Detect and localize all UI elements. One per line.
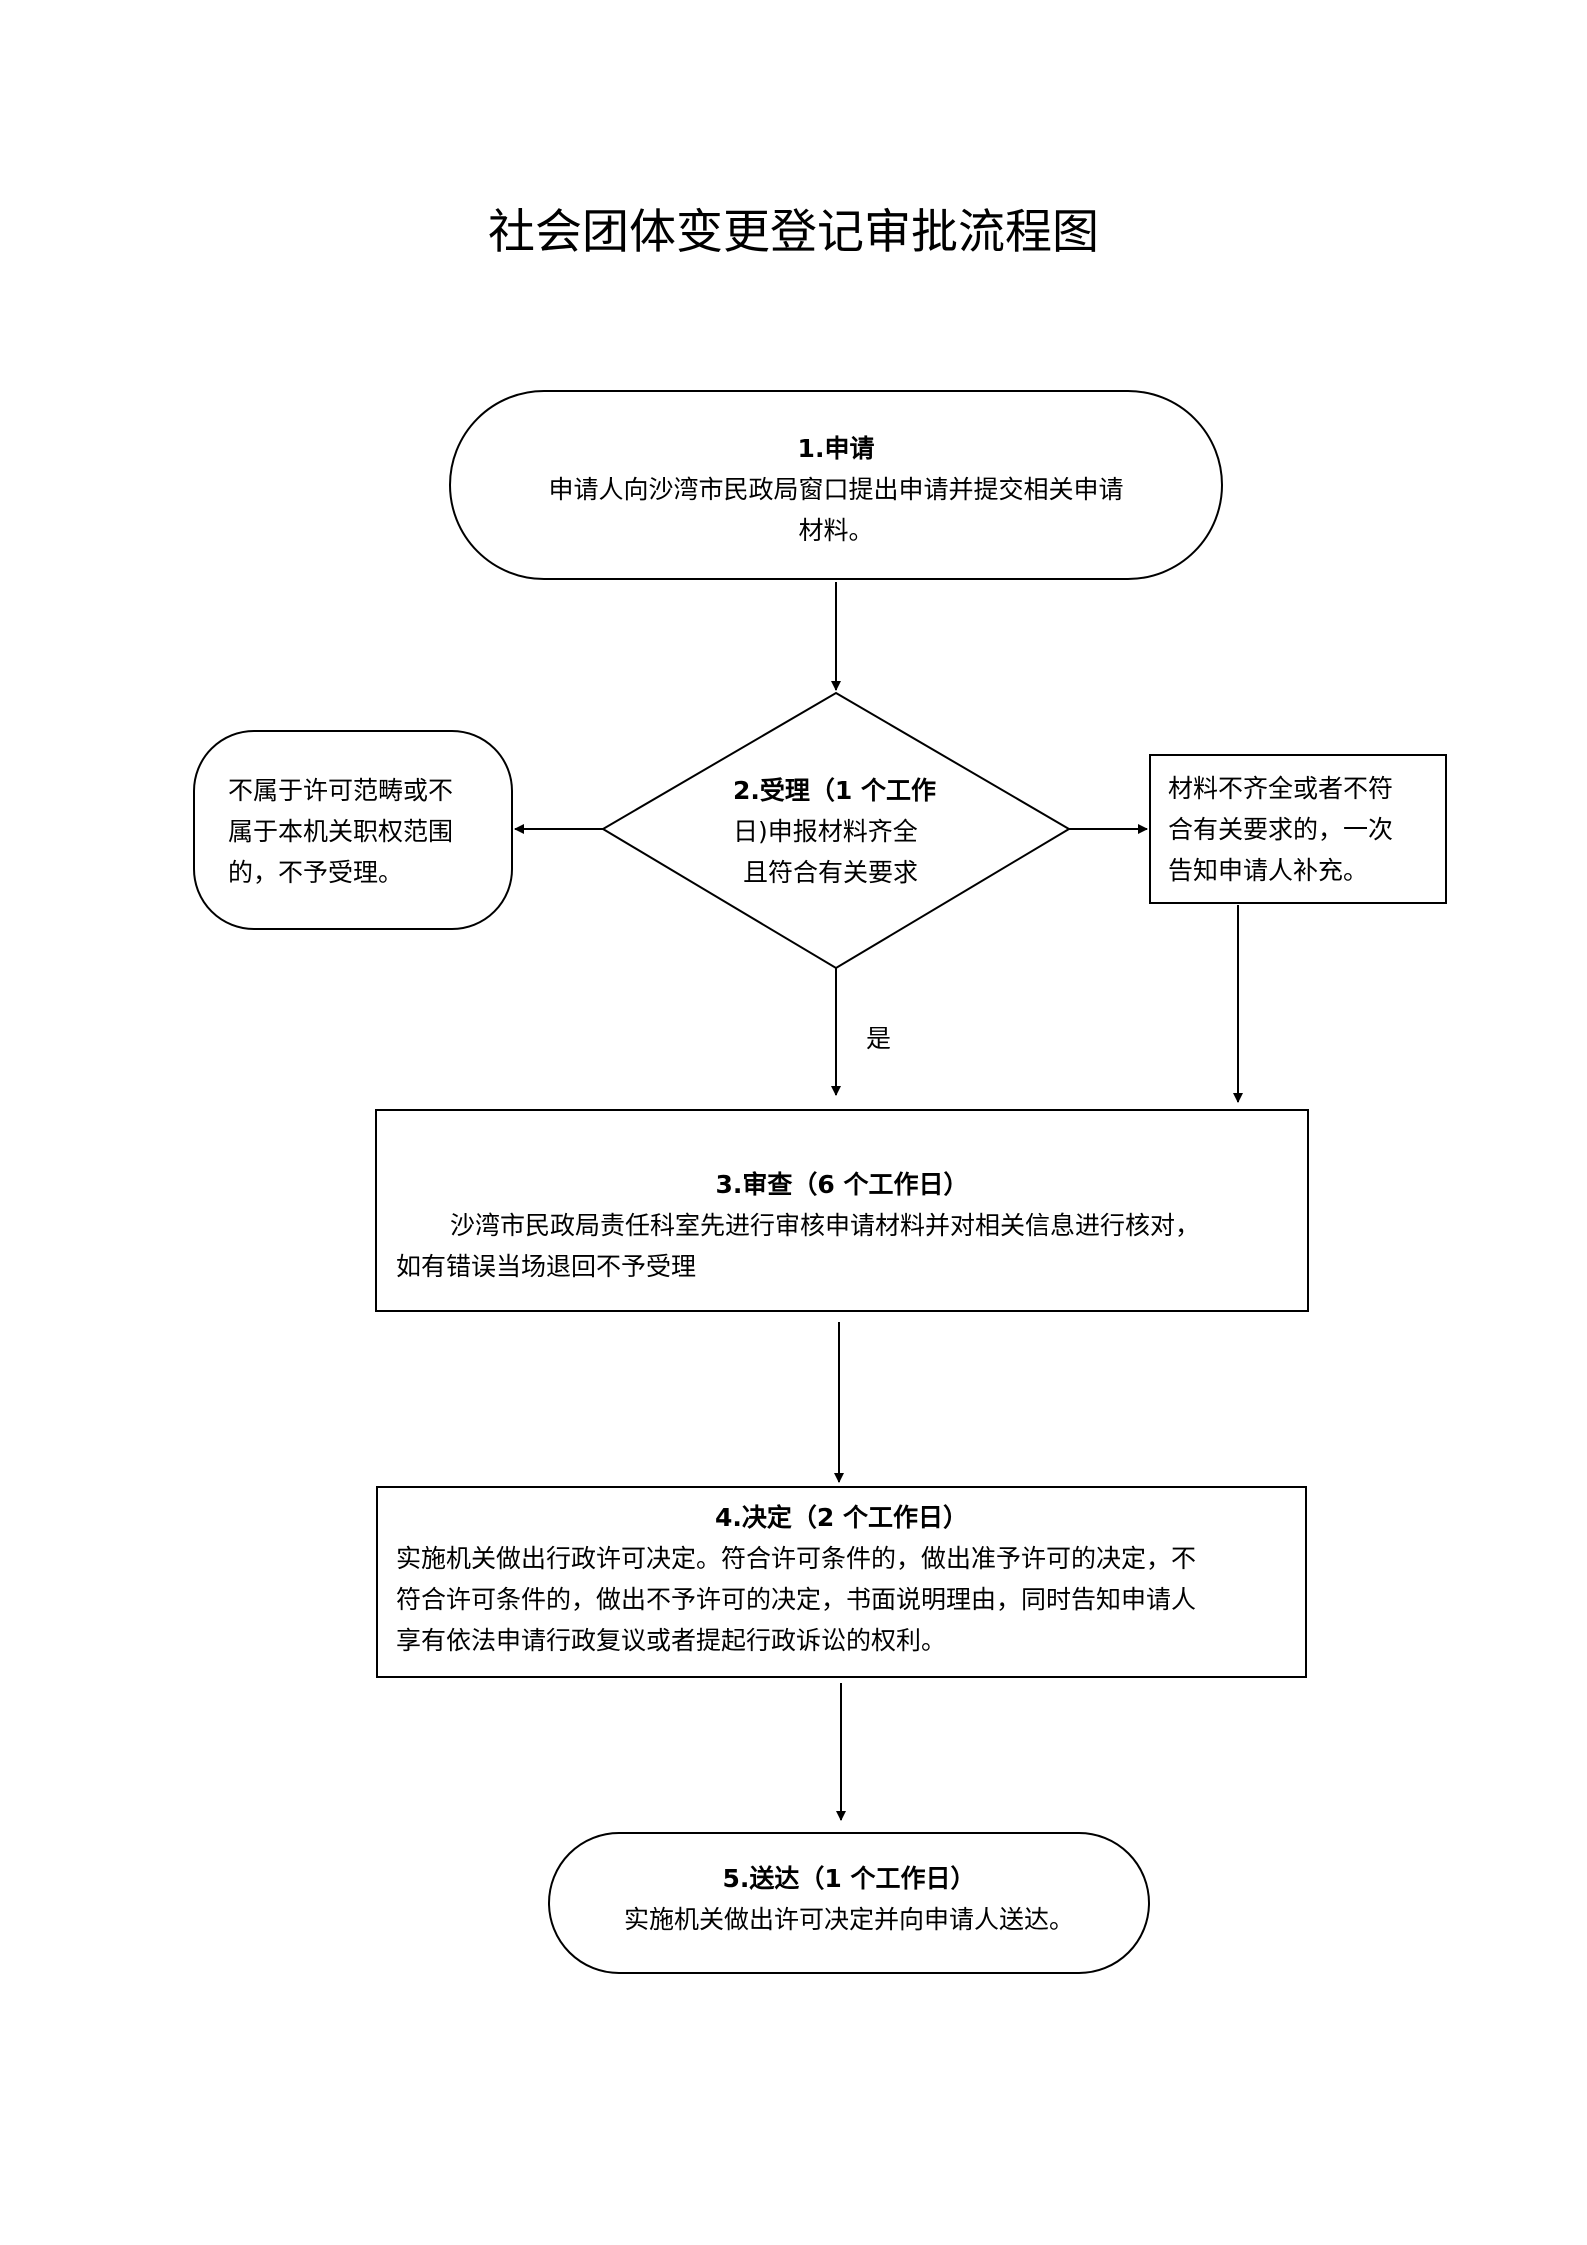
step3-heading: 3.审查（6 个工作日） [715, 1170, 969, 1199]
step1-heading: 1.申请 [797, 434, 875, 463]
reject-terminal [193, 730, 513, 930]
step3-review-box [375, 1109, 1309, 1312]
supplement-text-line1: 材料不齐全或者不符 [1168, 774, 1394, 803]
step4-heading: 4.决定（2 个工作日） [715, 1503, 968, 1532]
step5-text-line1: 实施机关做出许可决定并向申请人送达。 [623, 1905, 1074, 1934]
step1-apply-terminal [449, 390, 1223, 580]
step2-text-line1: 2.受理（1 个工作 [733, 776, 936, 805]
step2-text-line3: 且符合有关要求 [743, 858, 919, 887]
supplement-text-line2: 合有关要求的，一次 [1168, 815, 1394, 844]
reject-text-line2: 属于本机关职权范围 [228, 817, 454, 846]
reject-text-line3: 的，不予受理。 [228, 858, 404, 887]
step4-text-line2: 符合许可条件的，做出不予许可的决定，书面说明理由，同时告知申请人 [396, 1585, 1197, 1614]
step3-text-line1: 沙湾市民政局责任科室先进行审核申请材料并对相关信息进行核对， [450, 1211, 1201, 1240]
step2-text-line2: 日)申报材料齐全 [733, 817, 918, 846]
step1-text-line1: 申请人向沙湾市民政局窗口提出申请并提交相关申请 [548, 475, 1124, 504]
step4-text-line3: 享有依法申请行政复议或者提起行政诉讼的权利。 [396, 1626, 947, 1655]
step5-delivery-terminal [548, 1832, 1150, 1974]
step4-decision-box [376, 1486, 1307, 1678]
reject-text-line1: 不属于许可范畴或不 [228, 776, 454, 805]
yes-label: 是 [866, 1024, 892, 1053]
supplement-box [1149, 754, 1447, 904]
page-title: 社会团体变更登记审批流程图 [488, 205, 1099, 260]
step5-heading: 5.送达（1 个工作日） [722, 1864, 976, 1893]
step4-text-line1: 实施机关做出行政许可决定。符合许可条件的，做出准予许可的决定，不 [396, 1544, 1197, 1573]
supplement-text-line3: 告知申请人补充。 [1168, 856, 1369, 885]
step3-text-line2: 如有错误当场退回不予受理 [396, 1252, 697, 1281]
step1-text-line2: 材料。 [798, 516, 874, 545]
